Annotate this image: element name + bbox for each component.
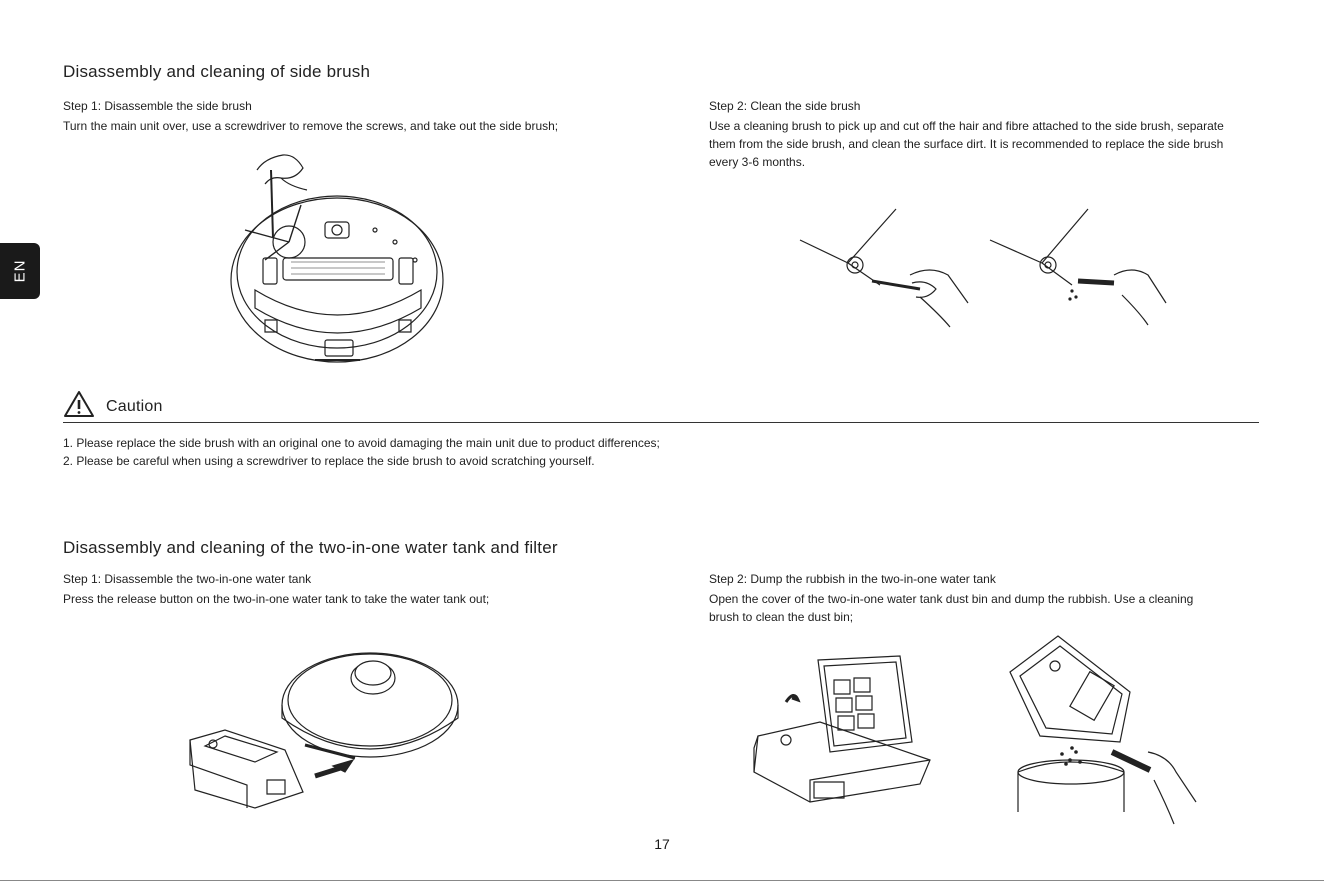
bottom-divider (0, 880, 1324, 881)
section1-step2-text: Use a cleaning brush to pick up and cut … (709, 117, 1224, 171)
caution-divider (63, 422, 1259, 423)
clean-side-brush-illustration-2 (990, 205, 1170, 330)
section1-step1-heading: Step 1: Disassemble the side brush (63, 99, 252, 113)
section2-step2-line: brush to clean the dust bin; (709, 610, 854, 624)
section1-title: Disassembly and cleaning of side brush (63, 62, 371, 81)
page-number: 17 (654, 836, 670, 852)
section1-step2-line: them from the side brush, and clean the … (709, 137, 1224, 151)
language-tab-label: EN (11, 259, 29, 283)
section2-step2-line: Open the cover of the two-in-one water t… (709, 592, 1194, 606)
caution-label: Caution (106, 398, 163, 415)
dump-rubbish-illustration (1000, 632, 1200, 827)
section2-step2-heading: Step 2: Dump the rubbish in the two-in-o… (709, 572, 996, 586)
section2-step1-heading: Step 1: Disassemble the two-in-one water… (63, 572, 312, 586)
caution-item: 2. Please be careful when using a screwd… (63, 454, 595, 468)
caution-item: 1. Please replace the side brush with an… (63, 436, 660, 450)
section2-title: Disassembly and cleaning of the two-in-o… (63, 538, 558, 557)
remove-water-tank-illustration (185, 640, 465, 815)
robot-underside-illustration (225, 150, 450, 375)
warning-icon (63, 390, 95, 418)
section1-step2-heading: Step 2: Clean the side brush (709, 99, 861, 113)
section1-step2-line: every 3-6 months. (709, 155, 806, 169)
section1-step2-line: Use a cleaning brush to pick up and cut … (709, 119, 1224, 133)
section2-step1-text: Press the release button on the two-in-o… (63, 592, 490, 606)
section2-step2-text: Open the cover of the two-in-one water t… (709, 590, 1193, 626)
section1-step1-text: Turn the main unit over, use a screwdriv… (63, 119, 559, 133)
language-tab: EN (0, 243, 40, 299)
open-dust-bin-illustration (750, 652, 940, 802)
caution-list: 1. Please replace the side brush with an… (63, 434, 660, 470)
clean-side-brush-illustration-1 (800, 205, 975, 330)
